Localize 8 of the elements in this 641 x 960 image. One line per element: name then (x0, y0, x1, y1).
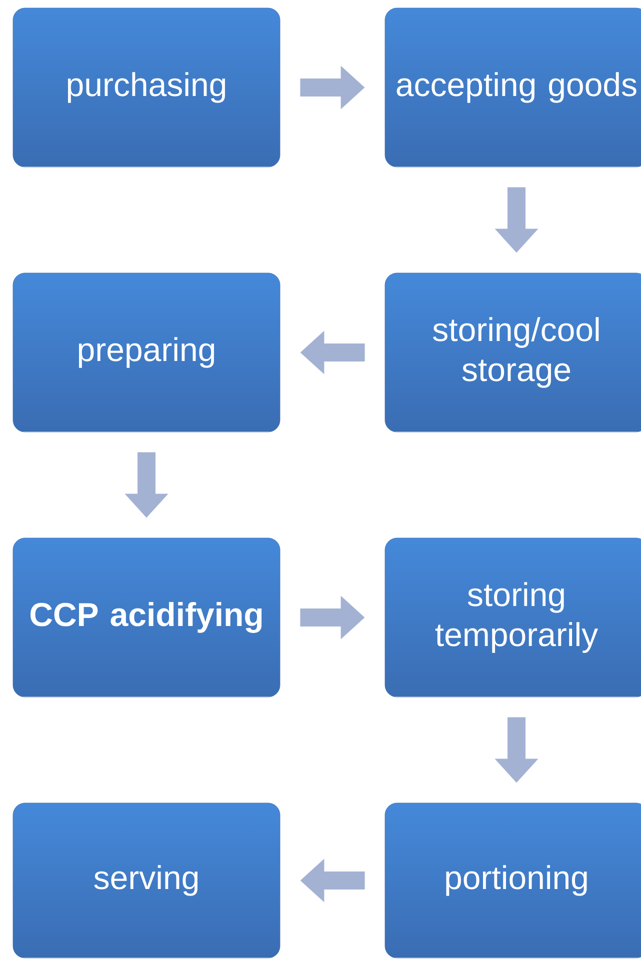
process-box: serving (12, 802, 280, 958)
process-box: accepting goods (384, 8, 641, 168)
process-box: CCP acidifying (12, 538, 280, 698)
process-box: portioning (384, 802, 641, 958)
process-box: purchasing (12, 8, 280, 168)
process-box: preparing (12, 272, 280, 432)
process-box: storing/cool storage (384, 272, 641, 432)
process-box: storing temporarily (384, 538, 641, 698)
